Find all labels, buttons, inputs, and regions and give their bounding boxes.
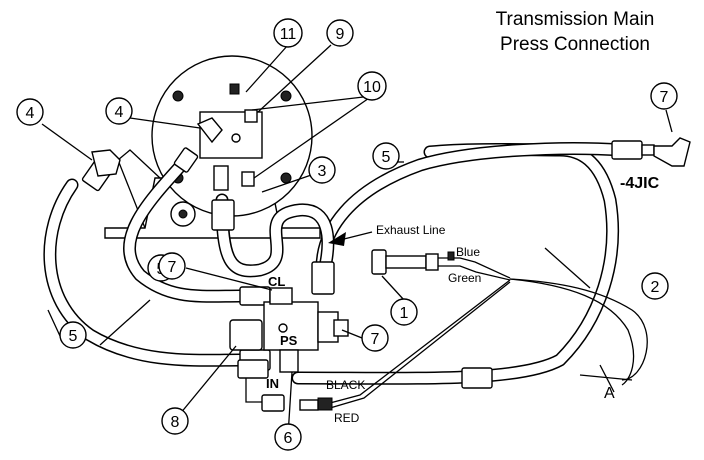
svg-text:10: 10: [363, 79, 381, 96]
callout-11: 11: [273, 18, 303, 48]
label-blue: Blue: [456, 245, 480, 259]
svg-text:8: 8: [171, 414, 180, 431]
solenoid: [229, 319, 285, 412]
callout-7-ps: 7: [361, 324, 389, 352]
svg-text:5: 5: [69, 328, 78, 345]
pressure-switch: [371, 249, 648, 386]
exhaust-arrow: [328, 231, 373, 246]
callout-4-housing: 4: [105, 97, 133, 125]
label-black: BLACK: [326, 378, 365, 392]
elbow-fitting-4jic: [653, 137, 691, 167]
label-cl: CL: [268, 274, 285, 289]
label-4jic: -4JIC: [620, 175, 660, 192]
elbow-fitting-housing: [196, 117, 223, 144]
diagram-title-line1: Transmission Main: [496, 9, 655, 30]
svg-text:6: 6: [284, 430, 293, 447]
hose-5-middle: [123, 153, 247, 303]
label-in: IN: [266, 376, 279, 391]
svg-text:4: 4: [26, 105, 35, 122]
leader-lines: [41, 44, 673, 437]
label-green: Green: [448, 271, 481, 285]
label-ps: PS: [280, 333, 298, 348]
callout-6: 6: [274, 423, 302, 451]
svg-text:7: 7: [371, 331, 380, 348]
sensor-wires: [299, 279, 511, 411]
callout-9: 9: [326, 19, 354, 47]
callout-4-left: 4: [16, 98, 44, 126]
callout-3: 3: [308, 156, 336, 184]
diagram-title-line2: Press Connection: [500, 34, 650, 55]
callout-5-top: 5: [372, 142, 400, 170]
label-red: RED: [334, 411, 360, 425]
hose-2: [291, 143, 619, 385]
label-exhaust-line: Exhaust Line: [376, 223, 446, 237]
svg-text:9: 9: [336, 26, 345, 43]
svg-text:7: 7: [168, 259, 177, 276]
callout-2: 2: [641, 272, 669, 300]
label-point-a: A: [604, 385, 615, 402]
pump-housing: [151, 55, 313, 217]
valve-block: [263, 287, 349, 373]
svg-text:1: 1: [400, 305, 409, 322]
svg-text:3: 3: [318, 163, 327, 180]
svg-text:11: 11: [280, 26, 297, 43]
svg-text:4: 4: [115, 104, 124, 121]
hose-5-left: [43, 178, 247, 367]
callout-7-cl: 7: [158, 252, 186, 280]
svg-text:5: 5: [382, 149, 391, 166]
exhaust-hose: [215, 193, 335, 278]
point-a-marker: [579, 364, 633, 393]
callout-1: 1: [390, 298, 418, 326]
svg-text:7: 7: [660, 89, 669, 106]
callout-5-lower-left: 5: [59, 321, 87, 349]
callout-8: 8: [161, 407, 189, 435]
tee-fitting-left: [91, 149, 121, 177]
svg-text:2: 2: [651, 279, 660, 296]
callout-10: 10: [357, 71, 387, 101]
callout-7-top-right: 7: [650, 82, 678, 110]
